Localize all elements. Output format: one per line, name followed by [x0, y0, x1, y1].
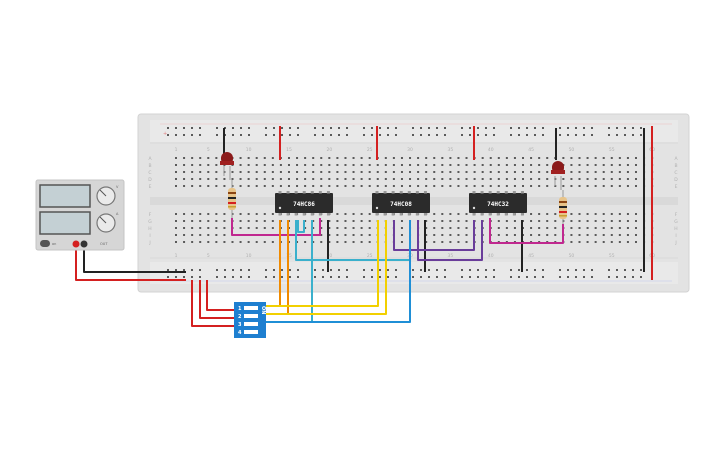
- dip-switch-number: 4: [238, 330, 242, 336]
- row-letter: G: [674, 219, 678, 225]
- row-letter: A: [674, 156, 678, 162]
- column-number: 50: [569, 253, 575, 259]
- column-number: 35: [448, 253, 454, 259]
- row-letter: G: [148, 219, 152, 225]
- column-number: 35: [448, 147, 454, 153]
- column-number: 25: [367, 147, 373, 153]
- led-right[interactable]: [551, 161, 565, 190]
- chip-74hc32[interactable]: 74HC32: [469, 193, 527, 213]
- output-label: OUT: [100, 242, 108, 246]
- column-number: 25: [367, 253, 373, 259]
- chip-label: 74HC86: [293, 201, 315, 208]
- dip-switch-number: 1: [238, 306, 242, 312]
- row-letter: F: [149, 212, 152, 218]
- row-letter: A: [148, 156, 152, 162]
- row-letter: D: [148, 177, 152, 183]
- dip-switch[interactable]: 1 2 3 4 ON: [234, 302, 266, 338]
- column-number: 1: [175, 147, 178, 153]
- dip-on-label: ON: [260, 306, 266, 314]
- column-number: 45: [528, 253, 534, 259]
- breadboard-holes: [167, 127, 654, 278]
- row-letter: I: [675, 233, 676, 239]
- row-letter: I: [149, 233, 150, 239]
- row-letter: E: [675, 184, 678, 190]
- row-letter: C: [148, 170, 151, 176]
- row-letter: C: [674, 170, 677, 176]
- wire-purple[interactable]: [393, 220, 483, 261]
- chip-label: 74HC08: [390, 201, 412, 208]
- wire-yellow[interactable]: [266, 220, 387, 315]
- row-letter: J: [148, 240, 150, 246]
- chip-74hc08[interactable]: 74HC08: [372, 193, 430, 213]
- power-supply[interactable]: V A on OUT: [35, 179, 125, 251]
- resistor-right[interactable]: [559, 190, 567, 226]
- negative-terminal: [80, 240, 88, 248]
- dip-switch-number: 3: [238, 322, 242, 328]
- row-letter: D: [674, 177, 678, 183]
- row-letter: B: [148, 163, 151, 169]
- row-letter: J: [674, 240, 676, 246]
- row-letter: H: [148, 226, 151, 232]
- wire-magenta[interactable]: [231, 218, 564, 244]
- row-letter: F: [675, 212, 678, 218]
- chip-74hc86[interactable]: 74HC86: [275, 193, 333, 213]
- column-number: 55: [609, 253, 615, 259]
- chip-pins: [278, 191, 524, 216]
- column-number: 30: [407, 147, 413, 153]
- resistor-left[interactable]: [228, 180, 236, 218]
- column-number: 5: [207, 147, 210, 153]
- dip-switch-toggle[interactable]: [244, 330, 258, 334]
- column-number: 40: [488, 147, 494, 153]
- column-number: 20: [326, 147, 332, 153]
- row-letter: B: [674, 163, 677, 169]
- power-toggle: [40, 240, 50, 247]
- column-number: 15: [286, 147, 292, 153]
- column-number: 45: [528, 147, 534, 153]
- chip-label: 74HC32: [487, 201, 509, 208]
- column-number: 40: [488, 253, 494, 259]
- dip-switch-toggle[interactable]: [244, 306, 258, 310]
- wire-psu-positive[interactable]: [75, 244, 186, 281]
- led-left[interactable]: [220, 152, 234, 180]
- on-label: on: [52, 242, 56, 246]
- column-number: 1: [175, 253, 178, 259]
- wire-red-dip[interactable]: [191, 280, 236, 327]
- voltage-display: [39, 184, 91, 208]
- column-number: 10: [246, 253, 252, 259]
- positive-terminal: [72, 240, 80, 248]
- row-letter: E: [149, 184, 152, 190]
- amp-label: A: [116, 212, 119, 216]
- row-letter: H: [674, 226, 677, 232]
- dip-switch-toggle[interactable]: [244, 322, 258, 326]
- svg-text:+: +: [163, 131, 167, 137]
- column-number: 10: [246, 147, 252, 153]
- current-display: [39, 211, 91, 235]
- column-number: 50: [569, 147, 575, 153]
- column-number: 20: [326, 253, 332, 259]
- column-number: 5: [207, 253, 210, 259]
- volt-label: V: [116, 185, 119, 189]
- wire-blue[interactable]: [266, 220, 411, 323]
- column-number: 15: [286, 253, 292, 259]
- board-jumper-wires[interactable]: [223, 126, 653, 280]
- dip-switch-toggle[interactable]: [244, 314, 258, 318]
- column-number: 55: [609, 147, 615, 153]
- wire-psu-negative[interactable]: [83, 244, 186, 273]
- dip-switch-number: 2: [238, 314, 242, 320]
